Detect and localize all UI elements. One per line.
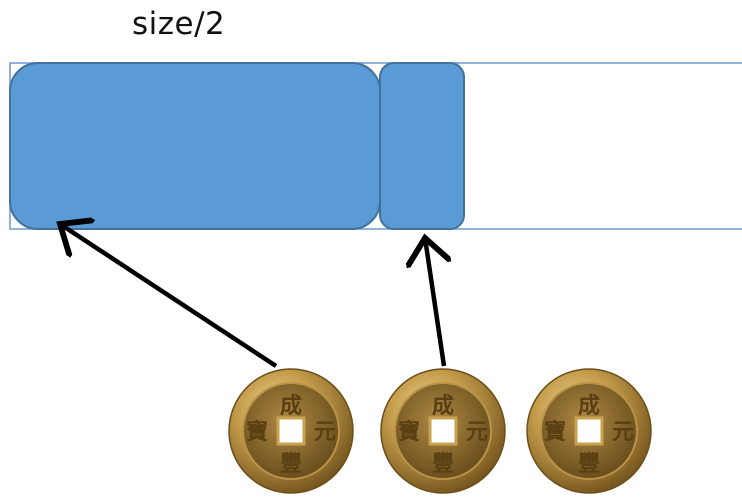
coin-1-bottom-char: 豐	[280, 451, 302, 477]
coin-1: 成 元 豐 寶	[228, 368, 354, 494]
coin-3: 成 元 豐 寶	[526, 368, 652, 494]
coin-2-right-char: 元	[466, 419, 488, 445]
coin-3-left-char: 寶	[544, 419, 566, 445]
coin-1-right-char: 元	[314, 419, 336, 445]
large-block	[9, 62, 381, 230]
arrow-to-small-block	[425, 238, 444, 367]
coin-3-bottom-char: 豐	[578, 451, 600, 477]
coin-2-bottom-char: 豐	[432, 451, 454, 477]
coin-3-right-char: 元	[612, 419, 634, 445]
coin-2-left-char: 寶	[398, 419, 420, 445]
coin-2: 成 元 豐 寶	[380, 368, 506, 494]
coin-1-left-char: 寶	[246, 419, 268, 445]
coin-2-top-char: 成	[432, 393, 454, 419]
coin-3-top-char: 成	[578, 393, 600, 419]
arrow-to-large-block	[60, 224, 278, 368]
size-label: size/2	[132, 6, 226, 42]
coin-1-top-char: 成	[280, 393, 302, 419]
small-block	[379, 62, 465, 230]
